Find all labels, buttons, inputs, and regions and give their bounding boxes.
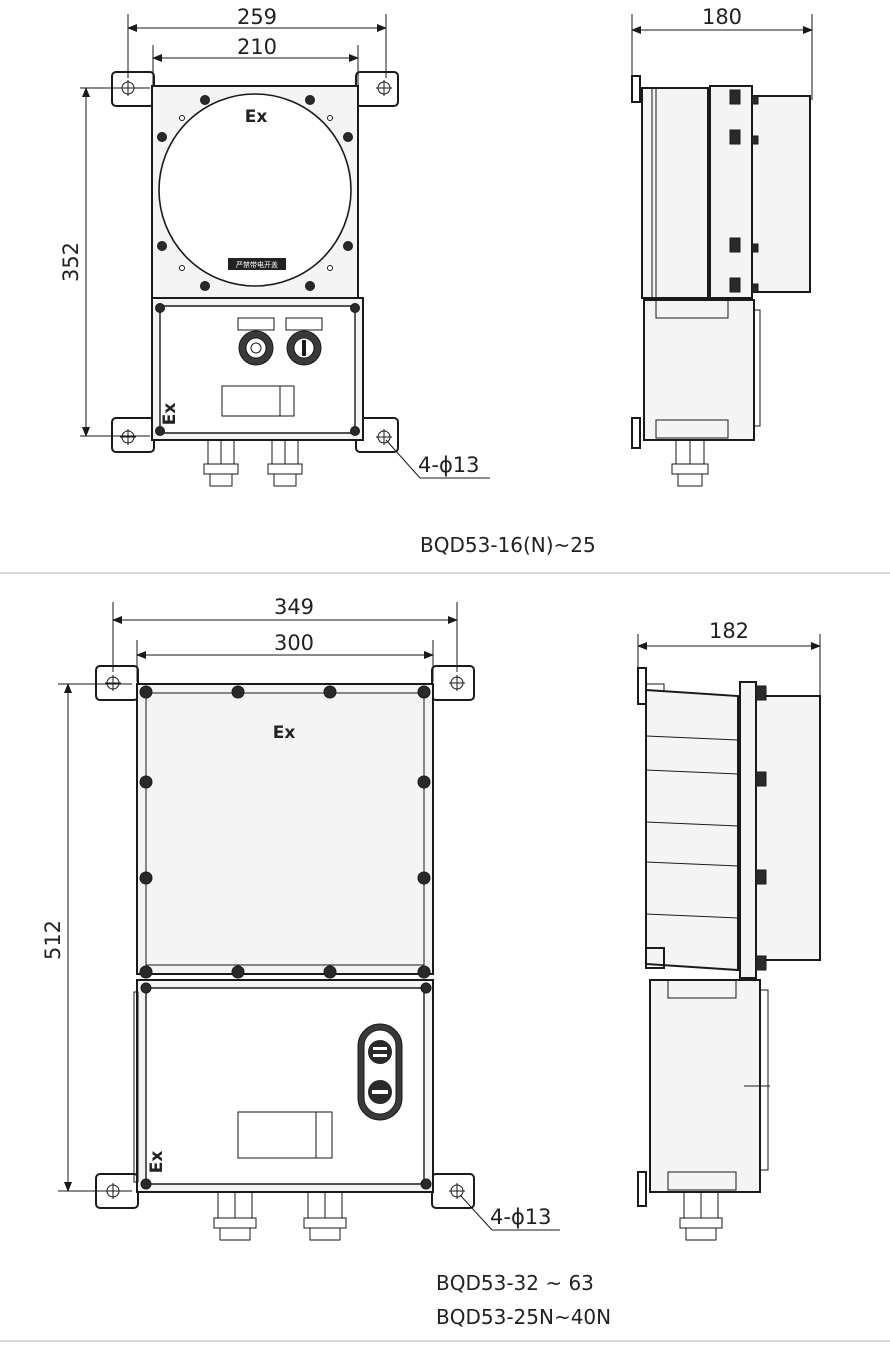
dim-300: 300	[136, 631, 434, 659]
hole-callout-bottom: 4-ϕ13	[459, 1194, 560, 1231]
warning-plate-text: 严禁带电开盖	[236, 260, 278, 269]
double-push-button	[357, 1023, 403, 1121]
ex-mark-lower-bottom: Ex	[147, 1151, 167, 1174]
ex-mark-upper: Ex	[245, 107, 268, 127]
upper-frame-enclosure	[136, 683, 434, 975]
cable-glands	[203, 439, 303, 487]
dim-180: 180	[631, 5, 813, 34]
push-button-stop	[285, 317, 323, 366]
dim-349-label: 349	[274, 595, 314, 619]
dim-259: 259	[127, 5, 387, 32]
dim-182-label: 182	[709, 619, 749, 643]
dim-180-label: 180	[702, 5, 742, 29]
dim-512: 512	[41, 683, 72, 1192]
hole-callout-bottom-label: 4-ϕ13	[490, 1205, 552, 1229]
caption-top: BQD53-16(N)~25	[420, 533, 596, 557]
hole-callout-top: 4-ϕ13	[385, 439, 490, 479]
dim-349: 349	[112, 595, 458, 624]
caption-bottom-line2: BQD53-25N~40N	[436, 1305, 611, 1329]
cable-glands-bottom	[213, 1191, 347, 1241]
dim-182: 182	[637, 619, 821, 650]
dim-259-label: 259	[237, 5, 277, 29]
mounting-tabs	[111, 71, 399, 453]
side-gland-top	[671, 439, 709, 487]
caption-bottom-line1: BQD53-32 ~ 63	[436, 1271, 594, 1295]
side-gland-bottom	[679, 1191, 723, 1241]
top-front-view: 259 210 352	[59, 5, 490, 487]
dim-300-label: 300	[274, 631, 314, 655]
top-side-view: 180	[631, 5, 813, 487]
dim-210: 210	[152, 35, 359, 62]
dim-210-label: 210	[237, 35, 277, 59]
round-cover	[158, 93, 352, 287]
warning-plate	[228, 258, 286, 270]
ex-mark-upper-bottom: Ex	[273, 723, 296, 743]
cover-bolts	[157, 95, 353, 291]
frame-bolts	[139, 685, 431, 979]
dim-352: 352	[59, 87, 90, 437]
ex-mark-lower: Ex	[160, 403, 180, 426]
dim-352-label: 352	[59, 242, 83, 282]
hole-callout-top-label: 4-ϕ13	[418, 453, 480, 477]
bottom-front-view: 349 300 512	[41, 595, 560, 1241]
bottom-side-view: 182	[637, 619, 821, 1241]
dim-512-label: 512	[41, 920, 65, 960]
push-button-start	[237, 317, 275, 366]
